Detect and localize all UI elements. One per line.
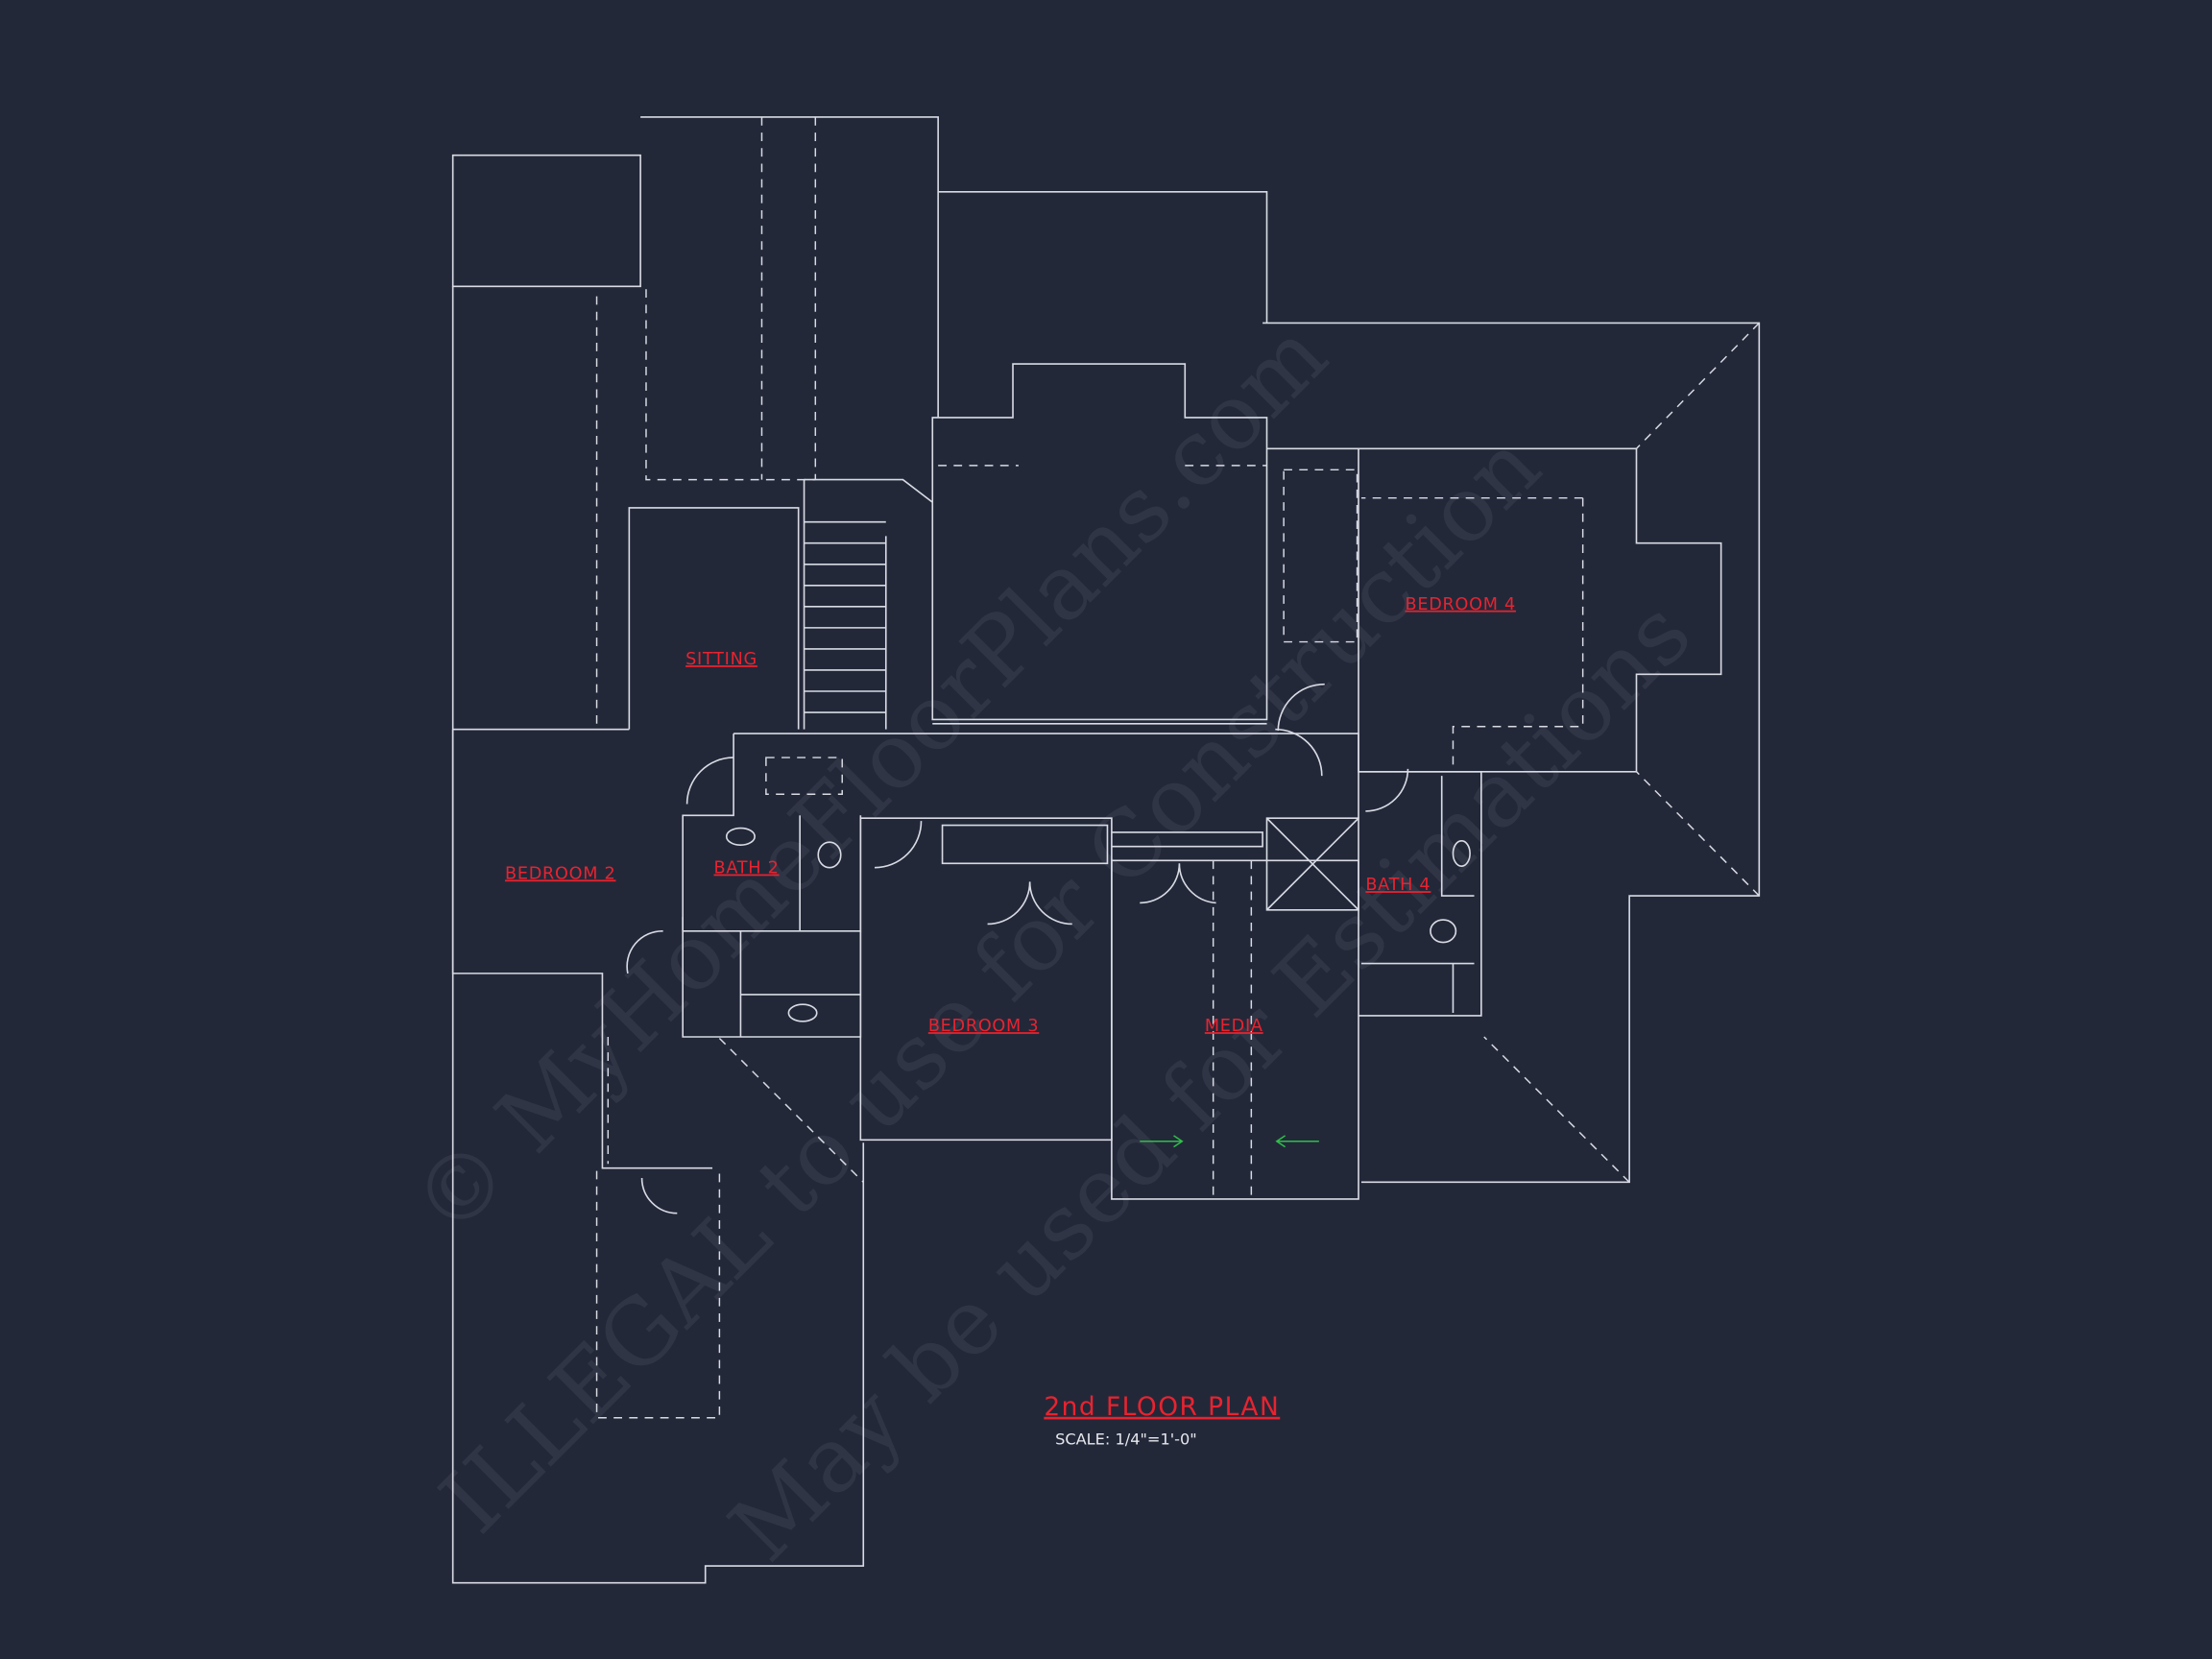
watermark: © MyHomeFloorPlans.com ILLEGAL to use fo… (393, 302, 1711, 1581)
label-bath-4: BATH 4 (1365, 876, 1431, 895)
arrow-right-icon (1140, 1135, 1184, 1148)
label-bedroom-3: BEDROOM 3 (928, 1017, 1039, 1036)
interior-walls (451, 363, 1722, 1214)
label-bedroom-2: BEDROOM 2 (505, 864, 615, 883)
room-labels: SITTING BEDROOM 2 BATH 2 BEDROOM 3 MEDIA… (505, 595, 1516, 1036)
direction-arrows (1140, 1135, 1319, 1148)
arrow-left-icon (1275, 1135, 1319, 1148)
plan-scale: SCALE: 1/4"=1'-0" (1055, 1431, 1197, 1449)
label-sitting: SITTING (685, 650, 757, 669)
roof-dashed-lines (595, 116, 1584, 1419)
stair-treads (804, 520, 886, 713)
label-media: MEDIA (1205, 1017, 1263, 1036)
plan-title: 2nd FLOOR PLAN (1044, 1392, 1280, 1422)
label-bedroom-4: BEDROOM 4 (1406, 595, 1516, 614)
exterior-outline (451, 116, 1761, 1584)
label-bath-2: BATH 2 (714, 859, 780, 878)
